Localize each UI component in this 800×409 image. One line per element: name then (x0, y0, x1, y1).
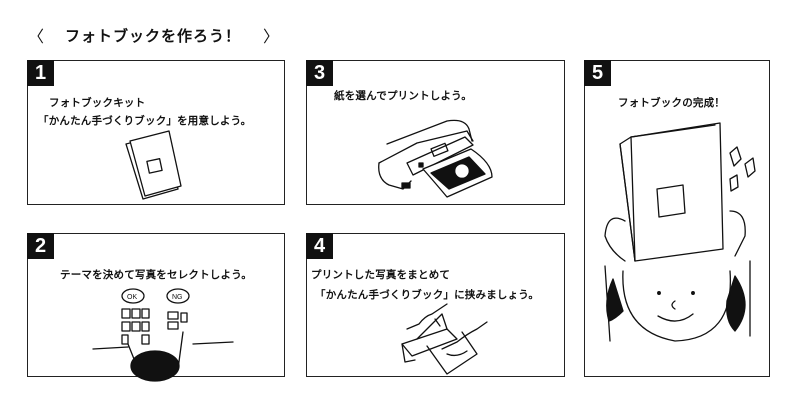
step-caption-line: 「かんたん手づくりブック」を用意しよう。 (38, 115, 252, 127)
step-panel-5: 5 フォトブックの完成！ (584, 60, 770, 377)
sparkle-icon (729, 146, 756, 192)
step-caption-line: 紙を選んでプリントしよう。 (334, 90, 472, 102)
printer-icon (378, 119, 474, 190)
step-number-badge: 4 (306, 233, 333, 259)
step-number-badge: 3 (306, 60, 333, 86)
person-sorting-photos-illustration: OK NG (92, 288, 234, 382)
step-number-badge: 5 (584, 60, 611, 86)
printer-illustration (378, 119, 493, 198)
page-title: フォトブックを作ろう！ (65, 26, 242, 45)
step-panel-1: 1 フォトブックキット 「かんたん手づくりブック」を用意しよう。 (27, 60, 285, 205)
step-number-badge: 2 (27, 233, 54, 259)
hand-icon (406, 303, 488, 357)
ng-label-bubble: NG (166, 288, 190, 304)
chevron-right-icon[interactable]: 〉 (263, 27, 281, 46)
photobook-icon (401, 313, 478, 375)
step-panel-4: 4 プリントした写真をまとめて 「かんたん手づくりブック」に挟みましょう。 (306, 233, 565, 377)
svg-text:OK: OK (127, 294, 137, 301)
hands-inserting-photos-illustration (401, 303, 488, 375)
person-icon (604, 210, 751, 342)
step-caption-line: フォトブックの完成！ (618, 97, 725, 109)
chevron-left-icon[interactable]: 〈 (28, 27, 46, 46)
person-icon (92, 331, 234, 382)
ok-photo-stack (121, 308, 150, 345)
photobook-icon (125, 130, 182, 200)
step-panel-2: 2 テーマを決めて写真をセレクトしよう。 OK NG (27, 233, 285, 382)
step-caption-line: プリントした写真をまとめて (311, 269, 451, 281)
closed-photobook-illustration (125, 130, 182, 200)
step-caption-line: テーマを決めて写真をセレクトしよう。 (60, 269, 252, 281)
step-caption-line: フォトブックキット (49, 97, 146, 109)
photobook-icon (619, 122, 724, 262)
step-number-badge: 1 (27, 60, 54, 86)
page-header: 〈 フォトブックを作ろう！ 〉 (28, 22, 280, 48)
ok-label-bubble: OK (121, 288, 145, 304)
step-panel-3: 3 紙を選んでプリントしよう。 (306, 60, 565, 205)
person-holding-photobook-illustration (604, 122, 756, 342)
svg-text:NG: NG (172, 294, 183, 301)
ng-photo-stack (167, 311, 188, 330)
printed-photo-icon (422, 148, 493, 198)
step-caption-line: 「かんたん手づくりブック」に挟みましょう。 (315, 289, 540, 301)
